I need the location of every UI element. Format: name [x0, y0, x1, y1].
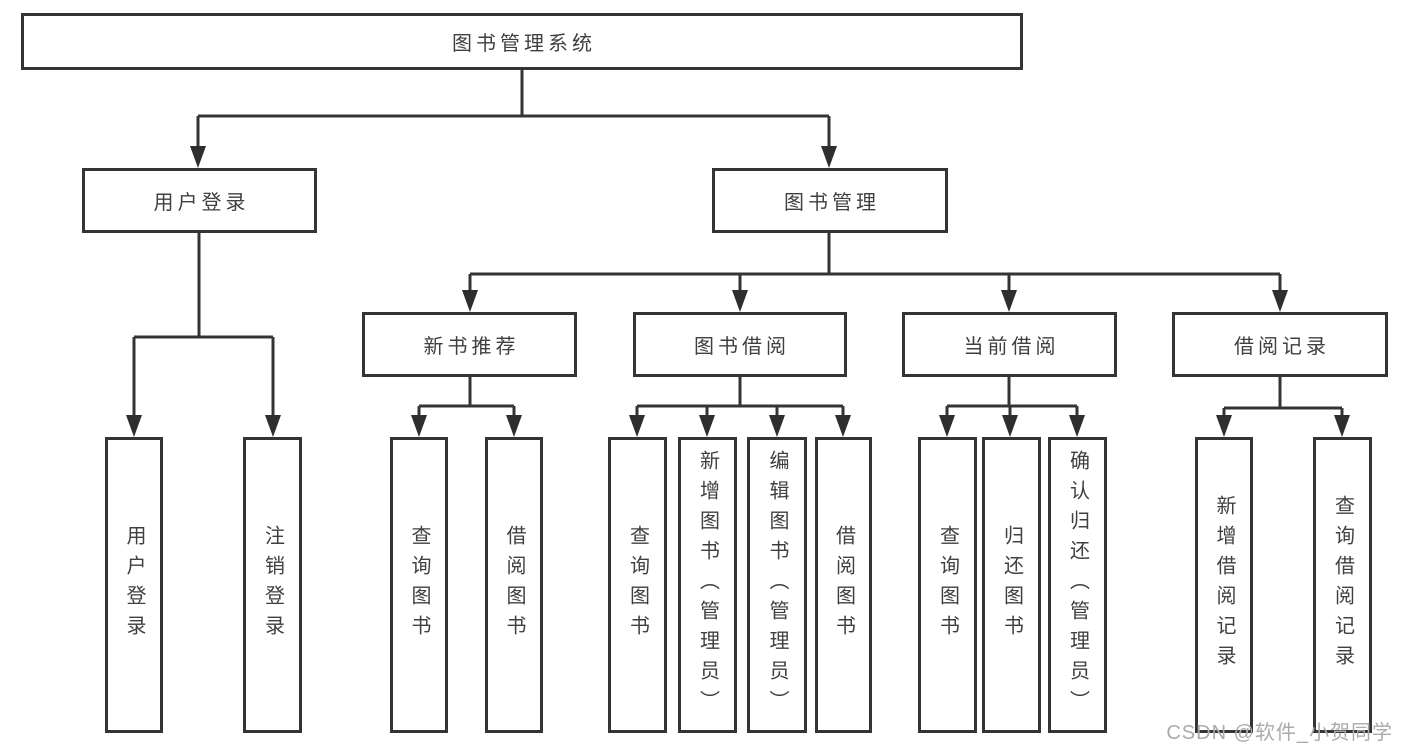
- node-label: 图书管理: [784, 192, 880, 214]
- node-book-management: 图书管理: [712, 168, 948, 233]
- node-label: 新增借阅记录: [1213, 495, 1235, 675]
- leaf-confirm-return-admin: 确认归还（管理员）: [1048, 437, 1107, 733]
- csdn-watermark: CSDN @软件_小贺同学: [1166, 722, 1393, 744]
- arrow-down-icon: [462, 290, 478, 312]
- node-label: 新增图书（管理员）: [696, 450, 719, 720]
- arrow-down-icon: [265, 415, 281, 437]
- leaf-query-books-current: 查询图书: [918, 437, 977, 733]
- node-label: 查询图书: [626, 525, 649, 645]
- node-label: 借阅图书: [832, 525, 855, 645]
- node-book-borrowing: 图书借阅: [633, 312, 847, 377]
- arrow-down-icon: [732, 290, 748, 312]
- arrow-down-icon: [411, 415, 427, 437]
- arrow-down-icon: [939, 415, 955, 437]
- leaf-edit-books-admin: 编辑图书（管理员）: [747, 437, 807, 733]
- node-label: 查询图书: [936, 525, 959, 645]
- arrow-down-icon: [190, 146, 206, 168]
- arrow-down-icon: [1001, 290, 1017, 312]
- leaf-query-borrow-record: 查询借阅记录: [1313, 437, 1372, 733]
- arrow-down-icon: [821, 146, 837, 168]
- leaf-query-books-recommend: 查询图书: [390, 437, 448, 733]
- arrow-down-icon: [1216, 415, 1232, 437]
- node-label: 用户登录: [123, 525, 145, 645]
- node-label: 图书借阅: [694, 336, 790, 358]
- leaf-user-login: 用户登录: [105, 437, 163, 733]
- node-label: 确认归还（管理员）: [1066, 450, 1089, 720]
- arrow-down-icon: [629, 415, 645, 437]
- node-user-login: 用户登录: [82, 168, 317, 233]
- arrow-down-icon: [506, 415, 522, 437]
- node-label: 查询图书: [408, 525, 430, 645]
- node-label: 借阅记录: [1234, 336, 1330, 358]
- arrow-down-icon: [699, 415, 715, 437]
- leaf-logout: 注销登录: [243, 437, 302, 733]
- arrow-down-icon: [769, 415, 785, 437]
- node-current-borrowing: 当前借阅: [902, 312, 1117, 377]
- node-new-book-recommend: 新书推荐: [362, 312, 577, 377]
- node-label: 注销登录: [261, 525, 284, 645]
- arrow-down-icon: [1069, 415, 1085, 437]
- leaf-return-books: 归还图书: [982, 437, 1041, 733]
- arrow-down-icon: [1002, 415, 1018, 437]
- leaf-add-books-admin: 新增图书（管理员）: [678, 437, 737, 733]
- node-label: 借阅图书: [503, 525, 525, 645]
- node-label: 编辑图书（管理员）: [766, 450, 788, 720]
- node-borrowing-records: 借阅记录: [1172, 312, 1388, 377]
- arrow-down-icon: [835, 415, 851, 437]
- leaf-add-borrow-record: 新增借阅记录: [1195, 437, 1253, 733]
- node-label: 归还图书: [1000, 525, 1023, 645]
- arrow-down-icon: [1272, 290, 1288, 312]
- leaf-borrow-books-recommend: 借阅图书: [485, 437, 543, 733]
- arrow-down-icon: [1334, 415, 1350, 437]
- node-label: 当前借阅: [963, 336, 1060, 358]
- leaf-borrow-books: 借阅图书: [815, 437, 872, 733]
- node-label: 查询借阅记录: [1331, 495, 1354, 675]
- node-root-system: 图书管理系统: [21, 13, 1023, 70]
- node-label: 图书管理系统: [452, 33, 596, 55]
- node-label: 新书推荐: [423, 336, 520, 358]
- arrow-down-icon: [126, 415, 142, 437]
- node-label: 用户登录: [153, 192, 250, 214]
- leaf-query-books-borrow: 查询图书: [608, 437, 667, 733]
